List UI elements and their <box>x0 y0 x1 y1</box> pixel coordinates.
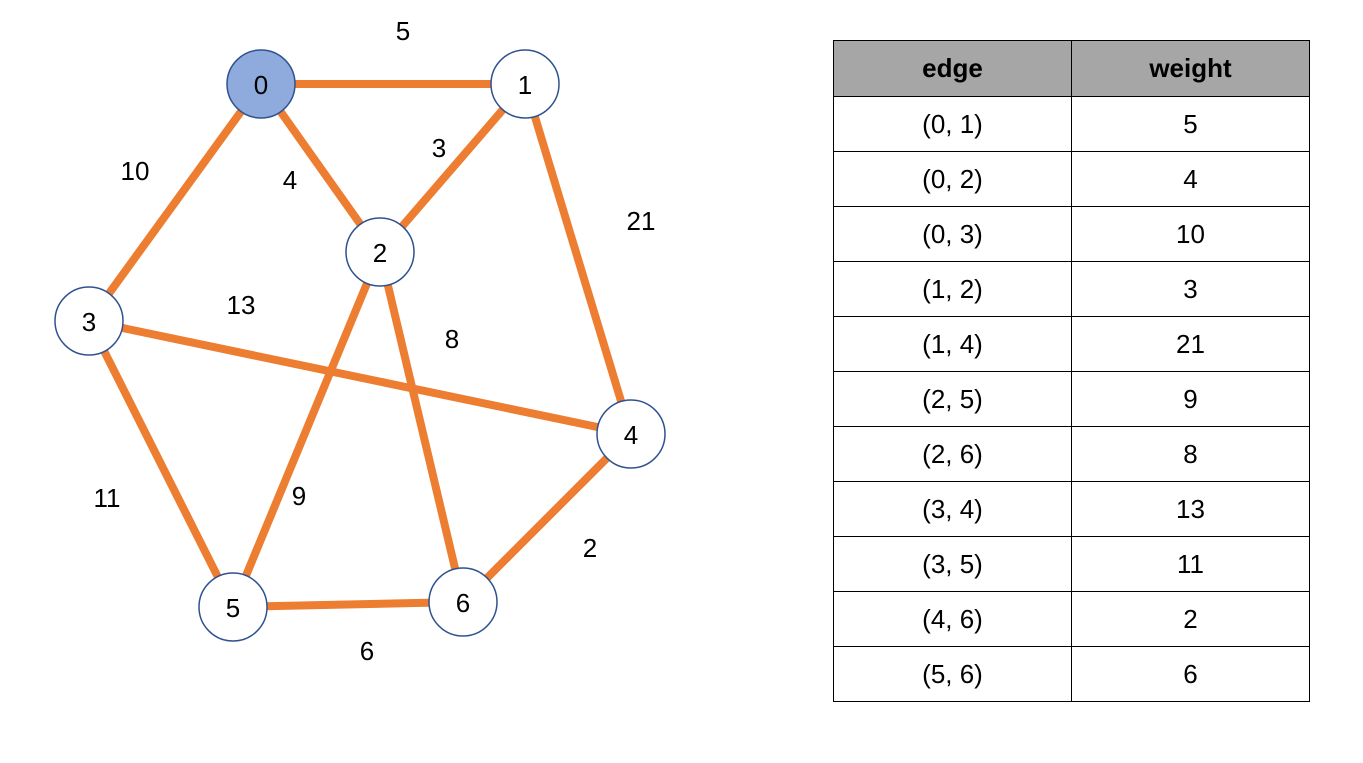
edge-cell: (2, 5) <box>833 371 1072 427</box>
edge-cell: (1, 4) <box>833 316 1072 372</box>
weight-cell: 3 <box>1071 261 1310 317</box>
node-5 <box>198 572 268 642</box>
node-label: 0 <box>254 70 268 100</box>
table-row: (3, 5)11 <box>833 536 1310 592</box>
edge-cell: (3, 4) <box>833 481 1072 537</box>
edge-2-6 <box>376 251 467 603</box>
edge-weight-label: 5 <box>396 16 410 46</box>
edge-3-4 <box>88 317 632 438</box>
edge-weight-table: edge weight (0, 1)5(0, 2)4(0, 3)10(1, 2)… <box>833 40 1310 702</box>
edge-cell: (0, 3) <box>833 206 1072 262</box>
node-2 <box>345 217 415 287</box>
edge-0-3 <box>85 81 265 324</box>
table-header-row: edge weight <box>833 40 1310 97</box>
edge-cell: (1, 2) <box>833 261 1072 317</box>
weight-cell: 10 <box>1071 206 1310 262</box>
node-4 <box>596 399 666 469</box>
node-6 <box>428 567 498 637</box>
weight-cell: 2 <box>1071 591 1310 647</box>
edge-weight-label: 3 <box>432 133 446 163</box>
node-label: 2 <box>373 238 387 268</box>
table-row: (0, 3)10 <box>833 206 1310 262</box>
edge-weight-label: 4 <box>283 165 297 195</box>
edge-3-5 <box>85 319 237 609</box>
edge-1-4 <box>521 82 635 436</box>
edge-weight-label: 9 <box>292 481 306 511</box>
table-row: (5, 6)6 <box>833 646 1310 702</box>
header-edge: edge <box>833 40 1072 97</box>
node-1 <box>490 49 560 119</box>
weight-cell: 4 <box>1071 151 1310 207</box>
edge-weight-label: 21 <box>627 206 656 236</box>
edge-cell: (0, 2) <box>833 151 1072 207</box>
node-label: 5 <box>226 593 240 623</box>
weight-cell: 21 <box>1071 316 1310 372</box>
node-3 <box>54 286 124 356</box>
weight-cell: 5 <box>1071 96 1310 152</box>
table-row: (1, 2)3 <box>833 261 1310 317</box>
weight-cell: 9 <box>1071 371 1310 427</box>
graph-diagram: 5 4 10 3 21 9 8 13 11 2 6 0 1 2 3 4 5 6 <box>54 16 666 666</box>
node-label: 4 <box>624 420 638 450</box>
edge-5-6 <box>232 598 464 611</box>
weight-cell: 11 <box>1071 536 1310 592</box>
edge-cell: (3, 5) <box>833 536 1072 592</box>
node-label: 3 <box>82 307 96 337</box>
edge-2-5 <box>229 250 384 609</box>
table-row: (0, 1)5 <box>833 96 1310 152</box>
table-row: (4, 6)2 <box>833 591 1310 647</box>
edge-cell: (4, 6) <box>833 591 1072 647</box>
table-row: (2, 6)8 <box>833 426 1310 482</box>
edge-weight-label: 10 <box>121 156 150 186</box>
table-row: (2, 5)9 <box>833 371 1310 427</box>
header-weight: weight <box>1071 40 1310 97</box>
edge-1-2 <box>376 81 529 255</box>
edge-cell: (0, 1) <box>833 96 1072 152</box>
nodes: 0 1 2 3 4 5 6 <box>54 49 666 642</box>
edge-weight-label: 13 <box>227 290 256 320</box>
weight-cell: 6 <box>1071 646 1310 702</box>
node-0 <box>226 49 296 119</box>
edge-weight-label: 8 <box>445 324 459 354</box>
table-row: (0, 2)4 <box>833 151 1310 207</box>
node-label: 6 <box>456 588 470 618</box>
weight-cell: 13 <box>1071 481 1310 537</box>
table-row: (3, 4)13 <box>833 481 1310 537</box>
edge-cell: (2, 6) <box>833 426 1072 482</box>
node-label: 1 <box>518 70 532 100</box>
weight-cell: 8 <box>1071 426 1310 482</box>
edges <box>85 80 635 611</box>
edge-weight-label: 6 <box>360 636 374 666</box>
edge-cell: (5, 6) <box>833 646 1072 702</box>
edge-weight-label: 2 <box>583 533 597 563</box>
table-row: (1, 4)21 <box>833 316 1310 372</box>
edge-weight-label: 11 <box>94 483 121 513</box>
edge-4-6 <box>460 431 634 605</box>
